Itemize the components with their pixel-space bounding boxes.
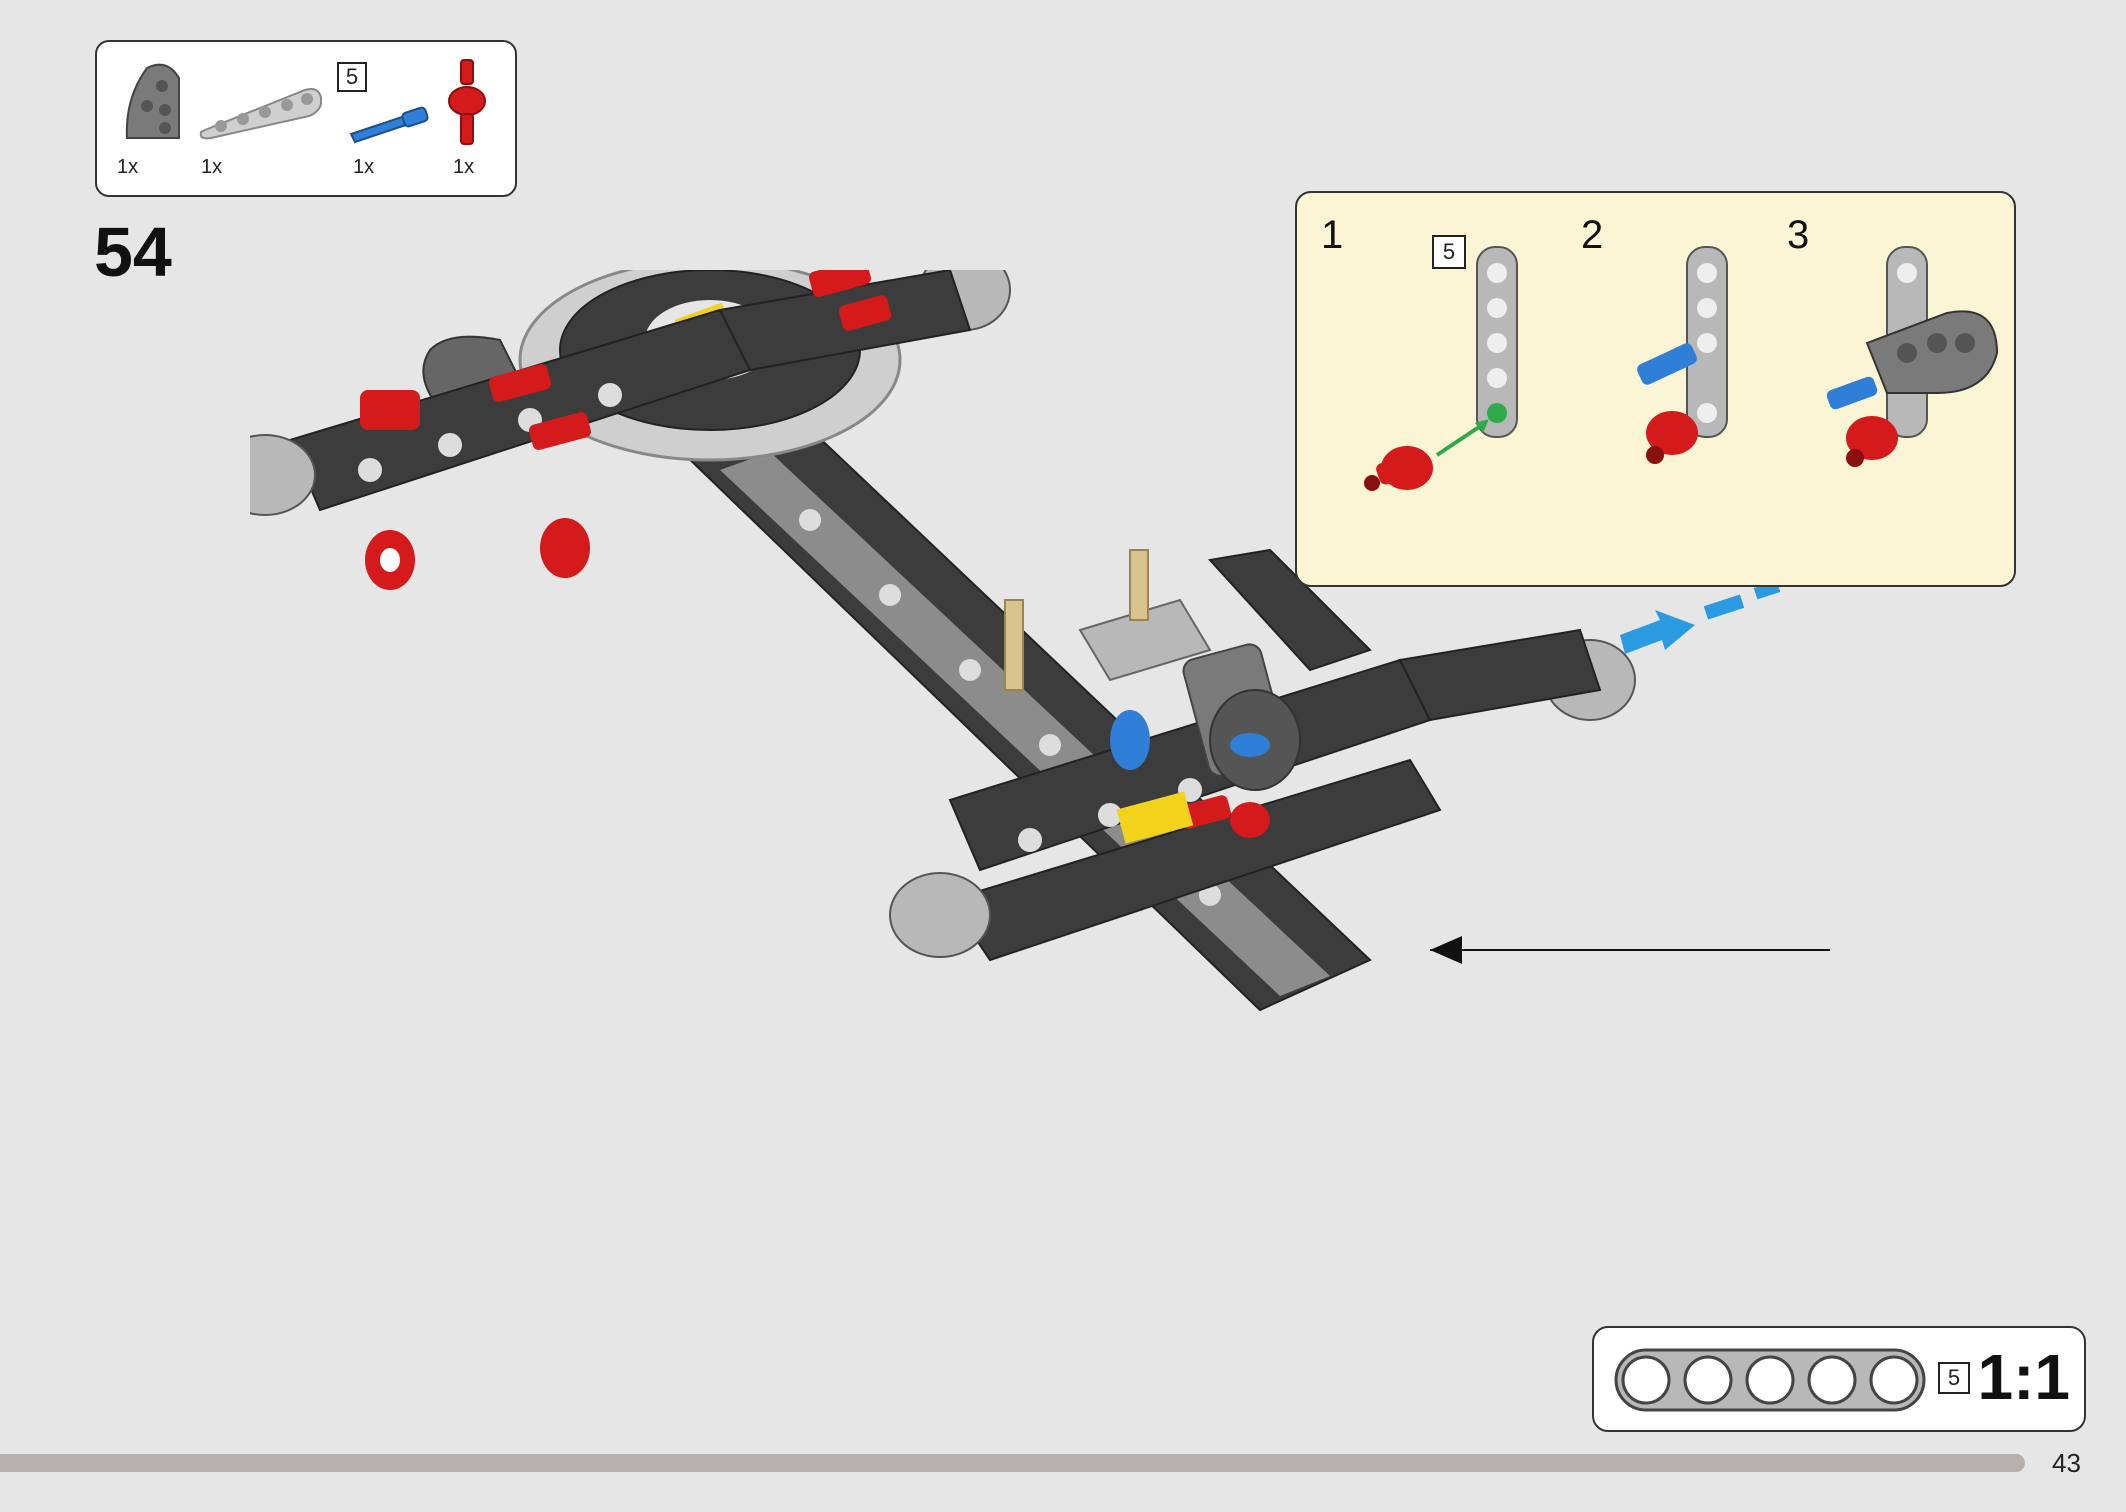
- scale-label: 1:1: [1977, 1341, 2071, 1413]
- beam-length-tag: 5: [1432, 235, 1466, 269]
- part-quantity: 1x: [353, 156, 375, 178]
- step-number: 54: [94, 213, 172, 291]
- callout-pointer-arrowhead: [1430, 936, 1462, 964]
- insertion-arrow: [1620, 580, 1781, 654]
- sub-step-1-illustration: [1364, 246, 1518, 491]
- part-beam-icon: [199, 88, 322, 140]
- sub-step-2-illustration: [1637, 246, 1728, 464]
- sub-step-3-illustration: [1827, 246, 1999, 467]
- sub-assembly-callout: 1 5 2 3: [1295, 191, 2016, 587]
- assembly-illustration: [250, 270, 1830, 1012]
- red-pins: [360, 270, 892, 590]
- part-length-tag: 5: [337, 62, 367, 92]
- part-quantity: 1x: [117, 156, 139, 178]
- progress-bar: [0, 1454, 2025, 1472]
- sub-step-number: 3: [1787, 213, 1810, 257]
- scale-reference-box: 5 1:1: [1592, 1326, 2086, 1432]
- part-blue-axle-pin-icon: [349, 106, 429, 144]
- part-red-connector-icon: [448, 59, 486, 145]
- callout-pointer-line: [1430, 949, 1830, 951]
- part-triangle-plate-icon: [125, 63, 180, 139]
- parts-list-box: 1x 5 1x 1x 1x: [95, 40, 517, 197]
- page-number: 43: [2052, 1448, 2081, 1478]
- rear-axle: [889, 628, 1636, 962]
- sub-step-number: 2: [1581, 213, 1604, 257]
- part-quantity: 1x: [201, 156, 223, 178]
- part-quantity: 1x: [453, 156, 475, 178]
- scale-length-tag: 5: [1938, 1362, 1970, 1394]
- scale-beam-icon: [1614, 1348, 1926, 1412]
- sub-step-number: 1: [1321, 213, 1344, 257]
- rear-frame: [1004, 548, 1372, 691]
